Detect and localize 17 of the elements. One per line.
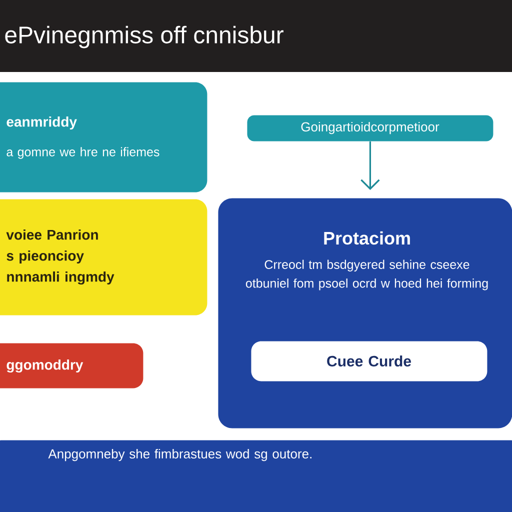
step-box xyxy=(247,115,494,142)
title-bar: ePvinegnmiss off cnnisbur xyxy=(0,0,512,72)
box-label: Goingartioidcorpmetioor xyxy=(301,122,440,134)
arrow xyxy=(360,141,380,190)
card-heading: eanmriddy xyxy=(6,116,77,130)
button-label: Cuee Curde xyxy=(327,356,411,366)
card-text: a gomne we hre ne ifiemes xyxy=(6,147,160,159)
info-card xyxy=(0,199,208,316)
label-box xyxy=(0,343,144,388)
panel-heading: Protaciom xyxy=(324,231,410,245)
button xyxy=(251,341,488,382)
info-card xyxy=(0,82,208,192)
banner-text: Anpgomneby she fimbrastues wod sg outore. xyxy=(48,448,312,462)
box-label: ggomoddry xyxy=(6,359,84,373)
panel-text: Crreocl tm bsdgyered sehine cseexe otbuniel fom psoel ocrd w hoed hei forming xyxy=(246,260,488,290)
card-text: voiee Panrion s pieoncioy nnnamli ingmdy xyxy=(6,229,114,285)
footer-banner xyxy=(0,440,512,512)
